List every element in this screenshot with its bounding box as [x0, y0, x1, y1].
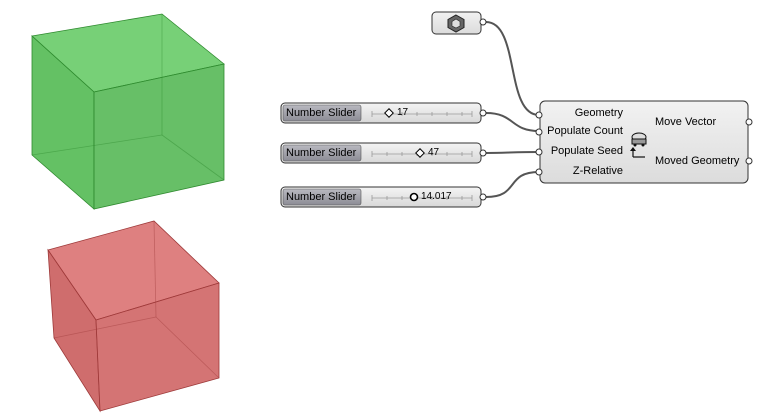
green-cube [31, 13, 225, 210]
slider-3-label: Number Slider [286, 191, 357, 203]
slider-3-output-port[interactable] [479, 193, 487, 201]
output-label-move-vector: Move Vector [655, 116, 717, 128]
wire-z-relative [485, 171, 540, 198]
number-slider-1[interactable] [280, 102, 487, 124]
input-label-populate-count: Populate Count [547, 125, 623, 137]
input-label-z-relative: Z-Relative [572, 165, 623, 177]
red-cube [47, 220, 220, 413]
input-port-populate-seed [535, 148, 543, 156]
input-label-populate-seed: Populate Seed [550, 145, 623, 157]
slider-1-output-port[interactable] [479, 109, 487, 117]
slider-3-grip[interactable] [409, 192, 419, 202]
input-port-geometry [535, 111, 543, 119]
number-slider-3[interactable] [280, 186, 487, 208]
slider-2-grip[interactable] [415, 148, 425, 158]
slider-3-value: 14.017 [421, 191, 452, 202]
input-label-geometry: Geometry [574, 107, 623, 119]
wires [485, 21, 540, 198]
geometry-parameter[interactable] [431, 11, 487, 35]
number-slider-2[interactable] [280, 142, 487, 164]
populate-move-component[interactable] [535, 100, 753, 184]
populate-move-icon [630, 132, 647, 158]
wire-populate-seed [485, 151, 540, 154]
slider-1-label: Number Slider [286, 107, 357, 119]
geometry-param-output-port[interactable] [479, 18, 487, 26]
input-ports[interactable] [535, 111, 543, 176]
output-ports[interactable] [745, 118, 753, 165]
slider-2-output-port[interactable] [479, 149, 487, 157]
output-port-move-vector [745, 118, 753, 126]
input-port-populate-count [535, 128, 543, 136]
slider-2-value: 47 [428, 147, 440, 158]
input-port-z-relative [535, 168, 543, 176]
slider-1-value: 17 [397, 107, 409, 118]
wire-geometry [485, 21, 540, 116]
wire-populate-count [485, 112, 540, 132]
output-label-moved-geometry: Moved Geometry [655, 155, 740, 167]
hexagon-geometry-icon [447, 14, 465, 33]
slider-2-label: Number Slider [286, 147, 357, 159]
slider-1-grip[interactable] [384, 108, 394, 118]
output-port-moved-geometry [745, 157, 753, 165]
